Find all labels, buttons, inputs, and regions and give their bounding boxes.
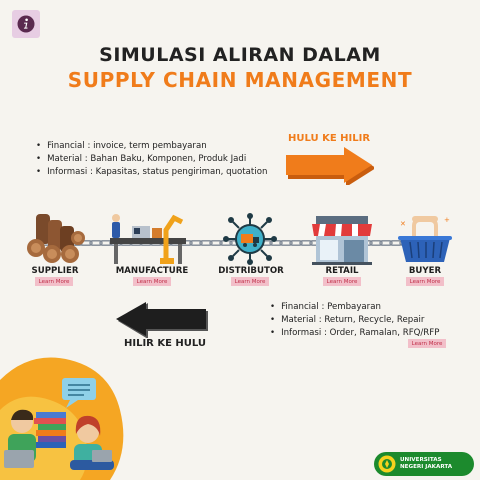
node-label-distributor: DISTRIBUTOR xyxy=(218,266,284,276)
list-item: Informasi : Kapasitas, status pengiriman… xyxy=(36,166,267,179)
node-label-manufacture: MANUFACTURE xyxy=(115,266,189,276)
upstream-flow-label: HULU KE HILIR xyxy=(288,133,371,144)
logo-line-1: UNIVERSITAS xyxy=(400,457,442,463)
svg-text:+: + xyxy=(444,216,450,224)
students-illustration xyxy=(0,357,124,480)
university-logo: UNIVERSITAS NEGERI JAKARTA xyxy=(374,452,474,476)
node-label-retail: RETAIL xyxy=(325,266,359,276)
logo-line-2: NEGERI JAKARTA xyxy=(400,464,453,470)
list-item: Material : Return, Recycle, Repair xyxy=(270,314,439,327)
learn-more-retail-button[interactable]: Learn More xyxy=(323,277,361,286)
logs-icon xyxy=(27,214,85,263)
node-buyer[interactable]: ✕ + xyxy=(396,214,454,266)
node-retail[interactable] xyxy=(310,214,374,266)
downstream-flow-label: HILIR KE HULU xyxy=(124,338,207,349)
title-line-1: SIMULASI ALIRAN DALAM xyxy=(99,44,381,66)
learn-more-downstream-button[interactable]: Learn More xyxy=(408,339,446,348)
list-item: Financial : Pembayaran xyxy=(270,301,439,314)
learn-more-buyer-button[interactable]: Learn More xyxy=(406,277,444,286)
list-item: Material : Bahan Baku, Komponen, Produk … xyxy=(36,153,267,166)
svg-text:✕: ✕ xyxy=(400,220,406,228)
upstream-flow-list: Financial : invoice, term pembayaran Mat… xyxy=(36,140,267,179)
basket-icon: ✕ + xyxy=(398,216,452,262)
store-icon xyxy=(312,216,372,265)
downstream-flow-list: Financial : Pembayaran Material : Return… xyxy=(270,301,439,340)
truck-network-icon xyxy=(223,213,277,265)
node-supplier[interactable] xyxy=(22,210,86,268)
node-distributor[interactable] xyxy=(222,212,278,266)
arrow-left-icon xyxy=(116,302,208,338)
arrow-right-icon xyxy=(286,147,374,185)
learn-more-manufacture-button[interactable]: Learn More xyxy=(133,277,171,286)
node-label-buyer: BUYER xyxy=(408,266,442,276)
node-manufacture[interactable] xyxy=(108,208,188,266)
factory-robot-icon xyxy=(110,214,186,264)
info-button[interactable] xyxy=(12,10,40,38)
title-line-2: SUPPLY CHAIN MANAGEMENT xyxy=(67,68,413,92)
node-label-supplier: SUPPLIER xyxy=(31,266,79,276)
info-icon xyxy=(17,15,35,33)
university-emblem-icon xyxy=(378,455,396,473)
learn-more-distributor-button[interactable]: Learn More xyxy=(231,277,269,286)
list-item: Financial : invoice, term pembayaran xyxy=(36,140,267,153)
list-item: Informasi : Order, Ramalan, RFQ/RFP xyxy=(270,327,439,340)
learn-more-supplier-button[interactable]: Learn More xyxy=(35,277,73,286)
